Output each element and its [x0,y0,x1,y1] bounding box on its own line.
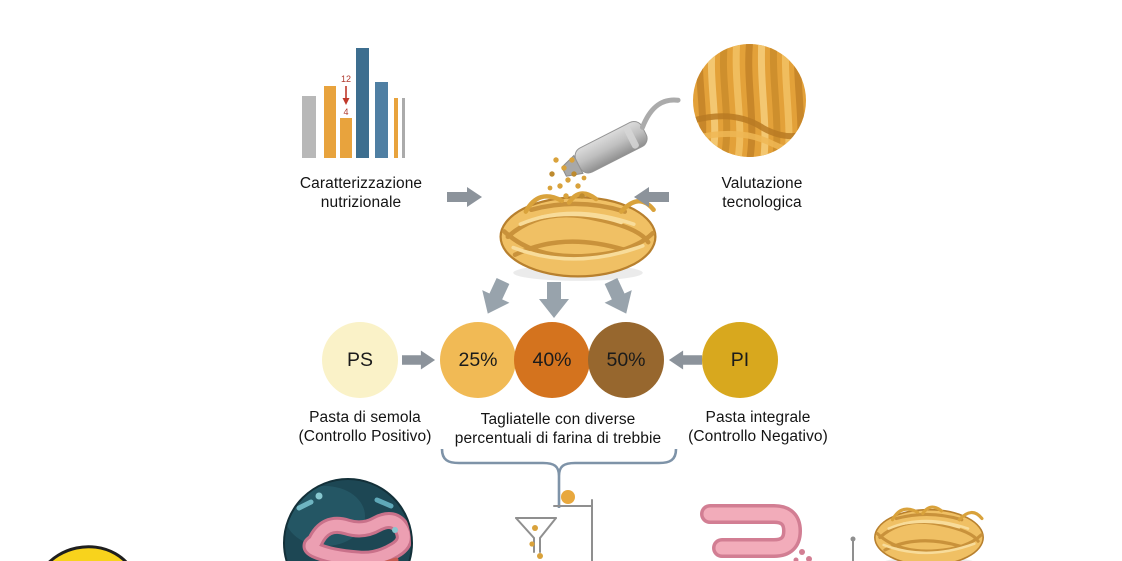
caption-line: (Controllo Positivo) [298,428,432,445]
horizontal-brace-icon [440,448,678,508]
arrow-left-icon [634,187,669,207]
arrow-right-icon [402,350,436,370]
caption-line: (Controllo Negativo) [688,428,828,445]
pi-caption: Pasta integrale (Controllo Negativo) [668,408,848,446]
pasta-nest-small-icon [866,492,992,561]
caption-line: Pasta di semola [309,409,421,426]
arrow-down-right-icon [604,278,632,314]
sample-label: 50% [606,348,646,371]
caption-line: Caratterizzazione [299,175,423,192]
red-down-arrow-icon [342,86,350,105]
arrow-right-icon [447,187,482,207]
caption-line: nutrizionale [320,194,402,211]
smiley-face-icon [32,545,140,561]
gut-microbiome-photo [283,478,413,561]
falling-dough-particles [529,525,543,559]
ps-caption: Pasta di semola (Controllo Positivo) [275,408,455,446]
caption-line: Tagliatelle con diverse [480,411,636,428]
pasta-ball-icon [561,490,575,504]
caption-line: Valutazione [721,175,803,192]
bar-chart-icon: 12 4 [302,48,405,158]
sample-circle-pi: PI [702,322,778,398]
down-arrows [482,278,632,318]
caption-line: percentuali di farina di trebbie [454,430,662,447]
arrow-down-icon [539,282,569,318]
arrow-down-left-icon [482,278,510,314]
caption-line: Pasta integrale [705,409,811,426]
nutritional-caption: Caratterizzazione nutrizionale [271,174,451,212]
sample-circle-40: 40% [514,322,590,398]
chart-annotation-bottom: 4 [343,107,348,117]
grinder-body [561,97,681,177]
droplet-particles [793,549,812,561]
sample-circle-50: 50% [588,322,664,398]
grain-particles [547,157,587,199]
sample-circle-25: 25% [440,322,516,398]
spaghetti-photo [693,44,806,157]
mid-caption: Tagliatelle con diverse percentuali di f… [437,410,679,448]
probe-icon [850,536,856,561]
sample-label: PS [346,348,373,371]
intestine-icon [700,504,812,561]
sample-label: 25% [458,348,498,371]
grinder-icon [547,97,681,199]
sample-label: 40% [532,348,572,371]
technological-caption: Valutazione tecnologica [672,174,852,212]
arrow-left-icon [668,350,702,370]
chart-annotation-top: 12 [341,74,351,84]
sample-label: PI [730,348,750,371]
sample-circle-ps: PS [322,322,398,398]
lab-apparatus-icon [515,490,593,561]
caption-line: tecnologica [722,194,802,211]
